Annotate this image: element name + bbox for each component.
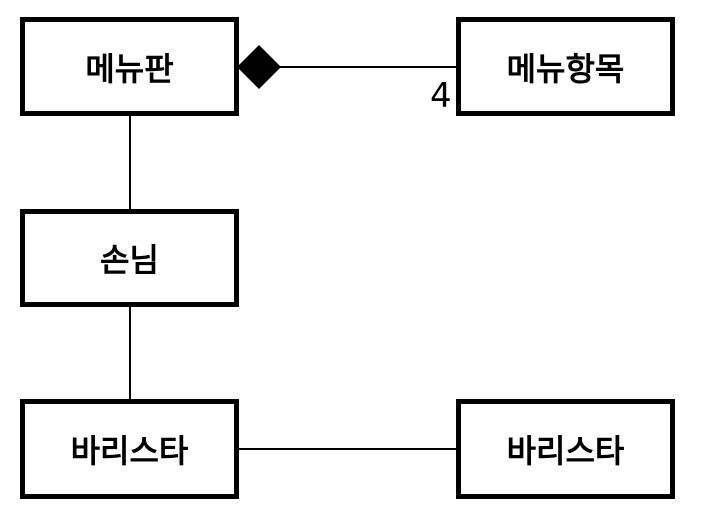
class-label-menu-item: 메뉴항목: [506, 49, 625, 88]
class-label-customer: 손님: [100, 241, 159, 279]
class-label-barista-right: 바리스타: [506, 432, 625, 470]
class-box-menu-board: 메뉴판: [20, 17, 239, 116]
class-label-barista-left: 바리스타: [70, 432, 189, 470]
composition-diamond-icon: [237, 45, 281, 89]
multiplicity-label: 4: [430, 76, 452, 116]
class-box-customer: 손님: [20, 209, 239, 307]
class-label-menu-board: 메뉴판: [85, 49, 174, 88]
class-box-menu-item: 메뉴항목: [456, 17, 675, 116]
class-box-barista-right: 바리스타: [456, 399, 675, 499]
class-box-barista-left: 바리스타: [20, 399, 239, 499]
